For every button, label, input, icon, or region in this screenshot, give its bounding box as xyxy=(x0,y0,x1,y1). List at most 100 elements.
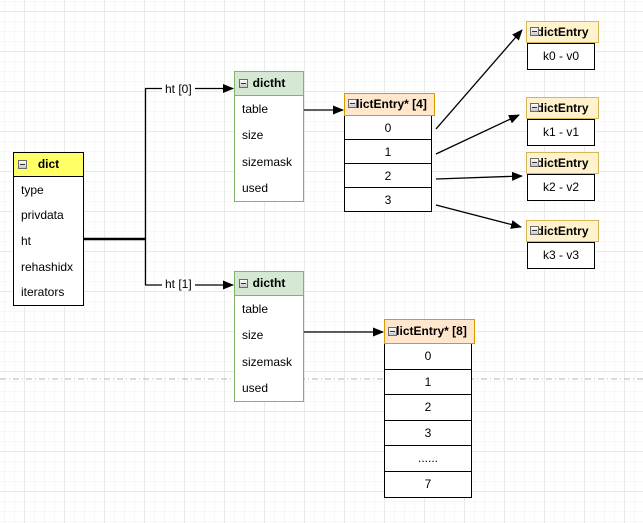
dictentry-title: dictEntry xyxy=(536,25,589,39)
dictht-header[interactable]: dictht xyxy=(234,71,304,96)
field-label: table xyxy=(242,102,269,117)
kv-label: k3 - v3 xyxy=(542,248,579,262)
dictentry-header[interactable]: dictEntry xyxy=(526,220,599,242)
slot-label: 0 xyxy=(384,121,392,135)
dictentry-value[interactable]: k1 - v1 xyxy=(527,119,595,146)
field-label: rehashidx xyxy=(21,259,74,274)
field-label: privdata xyxy=(21,208,64,223)
field-label: used xyxy=(242,380,269,395)
field-row[interactable]: sizemask xyxy=(235,149,303,175)
field-label: table xyxy=(242,302,269,317)
field-label: size xyxy=(242,328,264,343)
collapse-icon[interactable] xyxy=(530,226,539,235)
dictht-body: table size sizemask used xyxy=(234,96,304,202)
field-row[interactable]: type xyxy=(14,177,83,203)
field-label: sizemask xyxy=(242,154,293,169)
dictht-top-node[interactable]: dictht table size sizemask used xyxy=(234,71,304,202)
dict-body: type privdata ht rehashidx iterators xyxy=(13,177,84,306)
dictentry-title: dictEntry xyxy=(536,224,589,238)
array4-header[interactable]: dictEntry* [4] xyxy=(344,93,435,116)
array-slot[interactable]: 0 xyxy=(384,343,472,370)
dictentry-array4-node[interactable]: dictEntry* [4] 0 1 2 3 xyxy=(344,93,435,212)
field-label: sizemask xyxy=(242,354,293,369)
dictentry-title: dictEntry xyxy=(536,101,589,115)
dictentry-value[interactable]: k3 - v3 xyxy=(527,242,595,269)
array-slot[interactable]: 2 xyxy=(384,394,472,421)
array-slot[interactable]: 3 xyxy=(384,419,472,447)
dictht-bottom-node[interactable]: dictht table size sizemask used xyxy=(234,271,304,402)
kv-label: k0 - v0 xyxy=(542,49,579,63)
field-row[interactable]: used xyxy=(235,375,303,401)
collapse-icon[interactable] xyxy=(530,27,539,36)
dictentry-value[interactable]: k2 - v2 xyxy=(527,174,595,201)
edge-slot3-to-entry3[interactable] xyxy=(435,204,522,229)
slot-label: ...... xyxy=(417,451,438,466)
array8-title: dictEntry* [8] xyxy=(392,324,467,338)
field-row[interactable]: iterators xyxy=(14,279,83,305)
dict-header[interactable]: dict xyxy=(13,152,84,177)
dictentry-node-k0[interactable]: dictEntry k0 - v0 xyxy=(526,21,599,70)
slot-label: 1 xyxy=(424,374,432,389)
array-slot[interactable]: 7 xyxy=(384,470,472,498)
dictentry-node-k1[interactable]: dictEntry k1 - v1 xyxy=(526,97,599,146)
edge-label-ht1[interactable]: ht [1] xyxy=(162,277,195,291)
collapse-icon[interactable] xyxy=(239,79,248,88)
dictentry-node-k2[interactable]: dictEntry k2 - v2 xyxy=(526,152,599,201)
field-label: ht xyxy=(21,233,32,248)
field-row[interactable]: table xyxy=(235,96,303,122)
dictentry-node-k3[interactable]: dictEntry k3 - v3 xyxy=(526,220,599,269)
field-label: used xyxy=(242,180,269,195)
slot-label: 3 xyxy=(384,193,392,207)
edge-label-ht0[interactable]: ht [0] xyxy=(162,82,195,96)
array-slot[interactable]: 1 xyxy=(344,139,432,164)
dict-node[interactable]: dict type privdata ht rehashidx iterator… xyxy=(13,152,84,306)
array-slot[interactable]: 1 xyxy=(384,368,472,396)
collapse-icon[interactable] xyxy=(388,327,397,336)
field-label: type xyxy=(21,182,44,197)
field-label: size xyxy=(242,128,264,143)
dictentry-header[interactable]: dictEntry xyxy=(526,97,599,119)
field-row[interactable]: size xyxy=(235,122,303,148)
slot-label: 2 xyxy=(384,169,392,183)
field-label: iterators xyxy=(21,285,65,300)
kv-label: k2 - v2 xyxy=(542,180,579,194)
edge-label-text: ht [1] xyxy=(165,277,192,291)
dictentry-value[interactable]: k0 - v0 xyxy=(527,43,595,70)
dictht-title: dictht xyxy=(252,76,286,90)
collapse-icon[interactable] xyxy=(239,279,248,288)
array-slot[interactable]: 3 xyxy=(344,187,432,212)
array4-title: dictEntry* [4] xyxy=(352,97,427,111)
dictentry-array8-node[interactable]: dictEntry* [8] 0 1 2 3 ...... 7 xyxy=(384,319,475,498)
collapse-icon[interactable] xyxy=(530,103,539,112)
collapse-icon[interactable] xyxy=(530,158,539,167)
slot-label: 2 xyxy=(424,400,432,415)
array-slot[interactable]: 2 xyxy=(344,163,432,188)
dictentry-title: dictEntry xyxy=(536,156,589,170)
field-row[interactable]: table xyxy=(235,296,303,322)
field-row[interactable]: ht xyxy=(14,228,83,254)
array-slot[interactable]: 0 xyxy=(344,115,432,140)
edge-slot1-to-entry1[interactable] xyxy=(435,114,520,155)
field-row[interactable]: size xyxy=(235,322,303,348)
dictentry-header[interactable]: dictEntry xyxy=(526,21,599,43)
field-row[interactable]: rehashidx xyxy=(14,254,83,280)
dictht-body: table size sizemask used xyxy=(234,296,304,402)
dictentry-header[interactable]: dictEntry xyxy=(526,152,599,174)
array8-header[interactable]: dictEntry* [8] xyxy=(384,319,475,344)
field-row[interactable]: privdata xyxy=(14,203,83,229)
field-row[interactable]: sizemask xyxy=(235,349,303,375)
edge-slot2-to-entry2[interactable] xyxy=(435,171,523,181)
slot-label: 3 xyxy=(424,425,432,440)
collapse-icon[interactable] xyxy=(348,99,357,108)
slot-label: 7 xyxy=(424,476,432,491)
edge-label-text: ht [0] xyxy=(165,82,192,96)
slot-label: 1 xyxy=(384,145,392,159)
edge-slot0-to-entry0[interactable] xyxy=(435,29,523,130)
field-row[interactable]: used xyxy=(235,175,303,201)
array-slot[interactable]: ...... xyxy=(384,445,472,472)
dict-title: dict xyxy=(37,157,60,171)
collapse-icon[interactable] xyxy=(18,160,27,169)
dictht-title: dictht xyxy=(252,276,286,290)
dictht-header[interactable]: dictht xyxy=(234,271,304,296)
